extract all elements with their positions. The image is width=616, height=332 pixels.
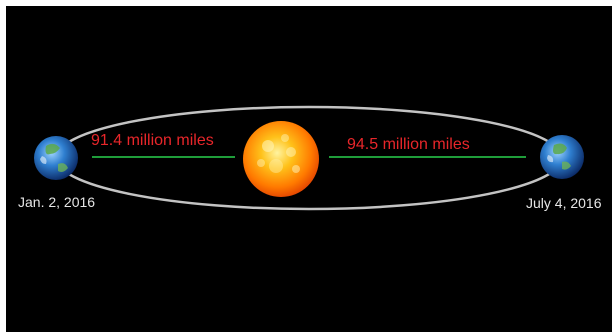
aphelion-date-label: July 4, 2016	[526, 195, 602, 211]
sun	[243, 121, 319, 197]
aphelion-distance-label: 94.5 million miles	[347, 136, 470, 153]
perihelion-date-label: Jan. 2, 2016	[18, 194, 96, 210]
diagram-canvas: 91.4 million miles 94.5 million miles Ja…	[6, 6, 612, 332]
earth-aphelion	[540, 135, 584, 179]
perihelion-distance-label: 91.4 million miles	[91, 132, 214, 149]
earth-perihelion	[34, 136, 78, 180]
orbit-diagram	[34, 105, 584, 211]
